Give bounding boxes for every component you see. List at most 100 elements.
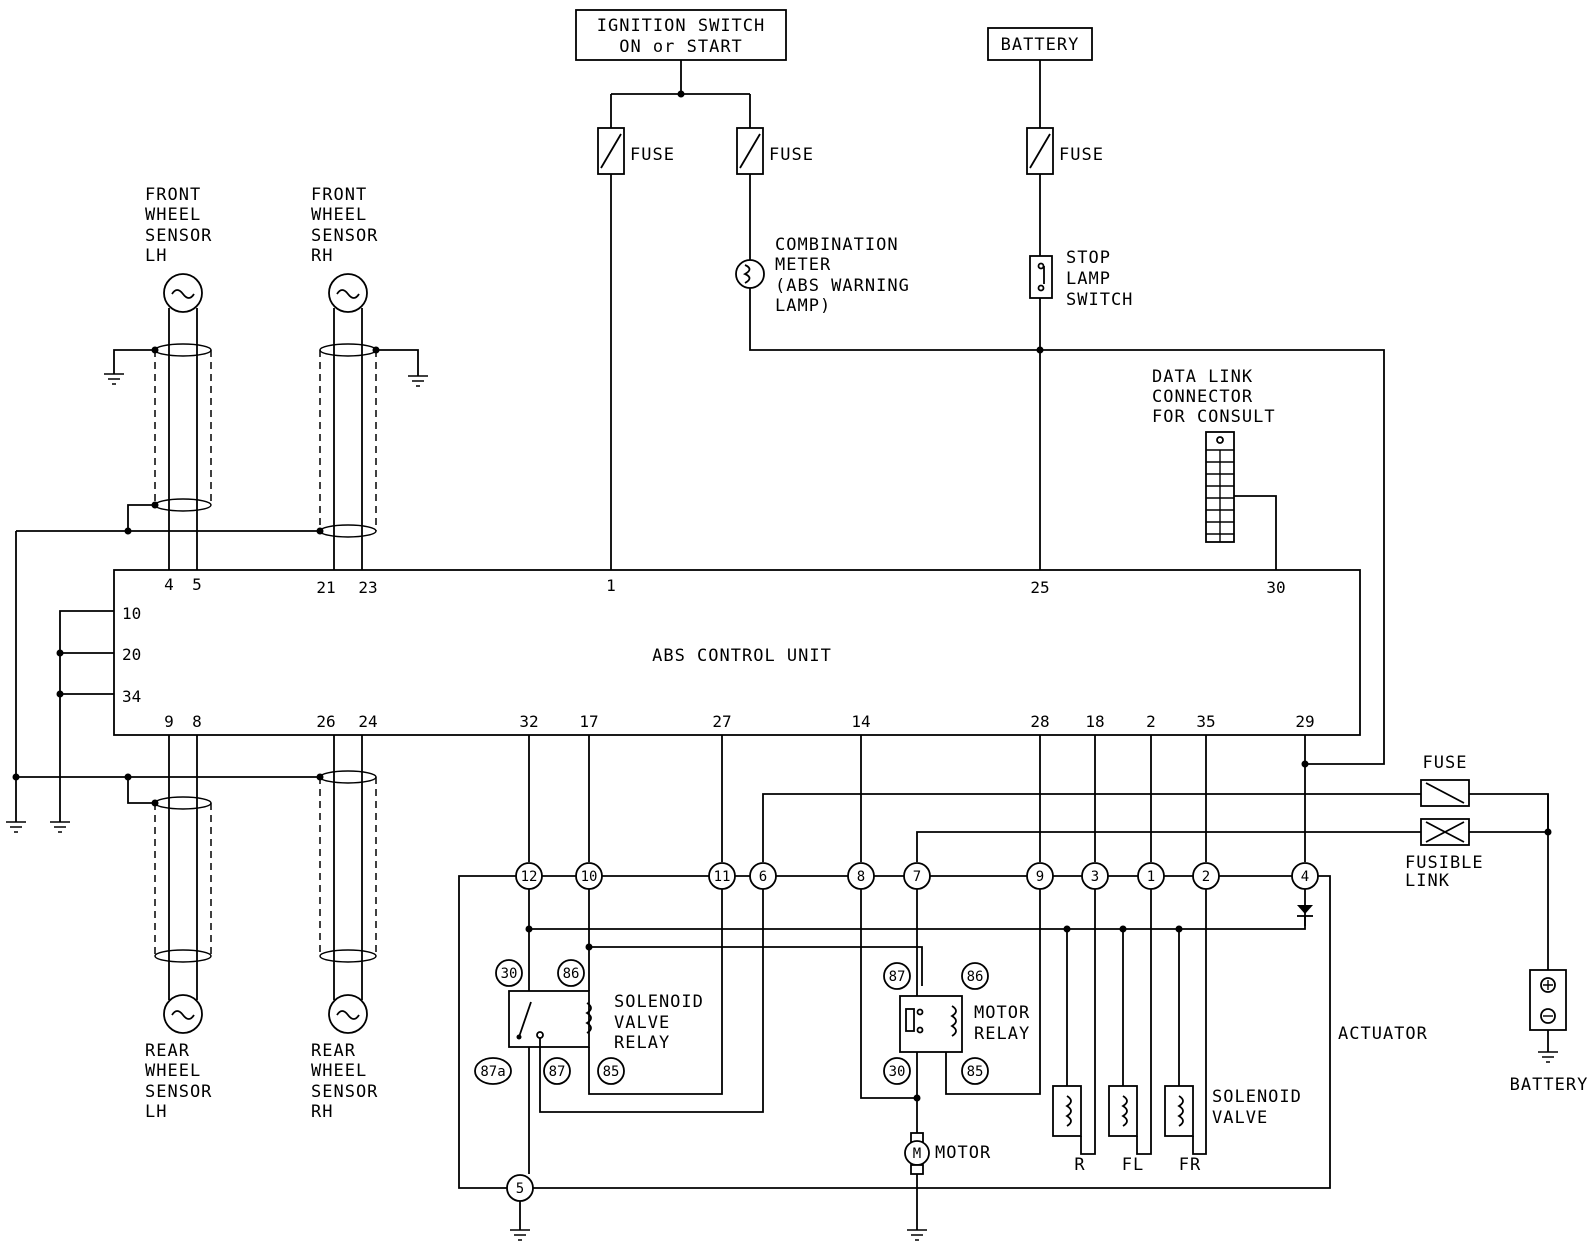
battery-top: BATTERY [987,27,1093,61]
motor-relay-line2: RELAY [974,1024,1030,1044]
relay-terminal: 87 [549,1064,566,1080]
ignition-switch: IGNITION SWITCH ON or START [575,9,787,61]
fusible-link-line1: FUSIBLE [1405,853,1484,873]
abs-control-unit: ABS CONTROL UNIT 4 5 21 23 1 25 30 10 20… [113,569,1361,736]
valve-label-fr: FR [1179,1155,1201,1175]
pin-top: 1 [606,576,616,595]
pin-left: 34 [122,687,141,706]
pin-bottom: 24 [358,712,377,731]
pin-top: 4 [164,575,174,594]
combination-meter: COMBINATION METER (ABS WARNING LAMP) [735,235,910,316]
rear-lh-line1: REAR [145,1041,190,1061]
combination-line1: COMBINATION [775,235,899,255]
connector-pin: 9 [1036,869,1044,885]
solenoid-valve-line1: SOLENOID [1212,1087,1302,1107]
pin-bottom: 28 [1030,712,1049,731]
relay-terminal: 85 [967,1064,984,1080]
motor-label: MOTOR [935,1143,991,1163]
front-wheel-sensor-lh: FRONT WHEEL SENSOR LH [145,185,212,313]
valve-label-fl: FL [1122,1155,1144,1175]
motor-relay: MOTOR RELAY 87 86 30 85 [883,962,1030,1085]
pin-bottom: 14 [851,712,870,731]
stop-lamp-switch: STOP LAMP SWITCH [1029,248,1133,310]
rear-rh-line4: RH [311,1102,333,1122]
pin-bottom: 29 [1295,712,1314,731]
motor-symbol: M [913,1146,921,1162]
relay-terminal: 30 [889,1064,906,1080]
front-rh-line4: RH [311,246,333,266]
front-lh-line4: LH [145,246,167,266]
solenoid-valves: R FL FR SOLENOID VALVE [1052,1085,1302,1175]
battery-right: BATTERY [1510,969,1589,1095]
pin-bottom: 35 [1196,712,1215,731]
pin-bottom: 9 [164,712,174,731]
stop-lamp-line1: STOP [1066,248,1111,268]
rear-rh-line1: REAR [311,1041,356,1061]
motor: M MOTOR [904,1132,991,1175]
solenoid-relay-line2: VALVE [614,1013,670,1033]
data-link-line2: CONNECTOR [1152,387,1253,407]
fuse-right-label: FUSE [1423,753,1468,773]
pin-bottom: 32 [519,712,538,731]
relay-terminal: 86 [967,969,984,985]
fusible-link: FUSIBLE LINK [1405,818,1484,891]
connector-pin: 8 [857,869,865,885]
connector-pin: 3 [1091,869,1099,885]
front-lh-line1: FRONT [145,185,201,205]
pin-bottom: 18 [1085,712,1104,731]
pin-bottom: 2 [1146,712,1156,731]
fuse-1: FUSE [597,127,675,175]
fusible-link-line2: LINK [1405,871,1450,891]
valve-label-r: R [1074,1155,1085,1175]
front-lh-line2: WHEEL [145,205,201,225]
relay-terminal: 30 [501,966,518,982]
stop-lamp-line3: SWITCH [1066,290,1133,310]
fuse-3-label: FUSE [1059,145,1104,165]
relay-terminal: 85 [603,1064,620,1080]
solenoid-valve-line2: VALVE [1212,1108,1268,1128]
pin-top: 30 [1266,578,1285,597]
rear-lh-line4: LH [145,1102,167,1122]
front-rh-line1: FRONT [311,185,367,205]
pin-top: 25 [1030,578,1049,597]
connector-pin: 5 [516,1181,524,1197]
data-link-connector: DATA LINK CONNECTOR FOR CONSULT [1152,367,1276,543]
solenoid-valve-relay: SOLENOID VALVE RELAY 30 86 87a 87 85 [474,959,704,1085]
front-lh-line3: SENSOR [145,226,212,246]
front-rh-line2: WHEEL [311,205,367,225]
motor-relay-line1: MOTOR [974,1003,1030,1023]
combination-line3: (ABS WARNING [775,276,910,296]
ignition-line2: ON or START [619,37,743,57]
pin-top: 21 [316,578,335,597]
pin-top: 23 [358,578,377,597]
pin-left: 10 [122,604,141,623]
connector-pin: 12 [521,869,538,885]
fuse-2: FUSE [736,127,814,175]
rear-lh-line3: SENSOR [145,1082,212,1102]
combination-line4: LAMP) [775,296,831,316]
data-link-line3: FOR CONSULT [1152,407,1276,427]
ignition-line1: IGNITION SWITCH [597,16,766,36]
solenoid-relay-line1: SOLENOID [614,992,704,1012]
fuse-2-label: FUSE [769,145,814,165]
combination-line2: METER [775,255,831,275]
connector-pin: 1 [1147,869,1155,885]
rear-rh-line3: SENSOR [311,1082,378,1102]
actuator-connector: 12 10 11 6 8 7 9 3 1 2 4 5 [506,862,1319,1202]
actuator-label: ACTUATOR [1338,1024,1428,1044]
fuse-1-label: FUSE [630,145,675,165]
connector-pin: 11 [714,869,731,885]
connector-pin: 4 [1301,869,1309,885]
front-wheel-sensor-rh: FRONT WHEEL SENSOR RH [311,185,378,313]
data-link-line1: DATA LINK [1152,367,1253,387]
connector-pin: 2 [1202,869,1210,885]
connector-pin: 10 [581,869,598,885]
battery-right-label: BATTERY [1510,1075,1589,1095]
pin-bottom: 27 [712,712,731,731]
fuse-right: FUSE [1420,753,1470,807]
front-rh-line3: SENSOR [311,226,378,246]
fuse-3: FUSE [1026,127,1104,175]
relay-terminal: 87a [480,1064,505,1080]
battery-top-label: BATTERY [1001,35,1080,55]
